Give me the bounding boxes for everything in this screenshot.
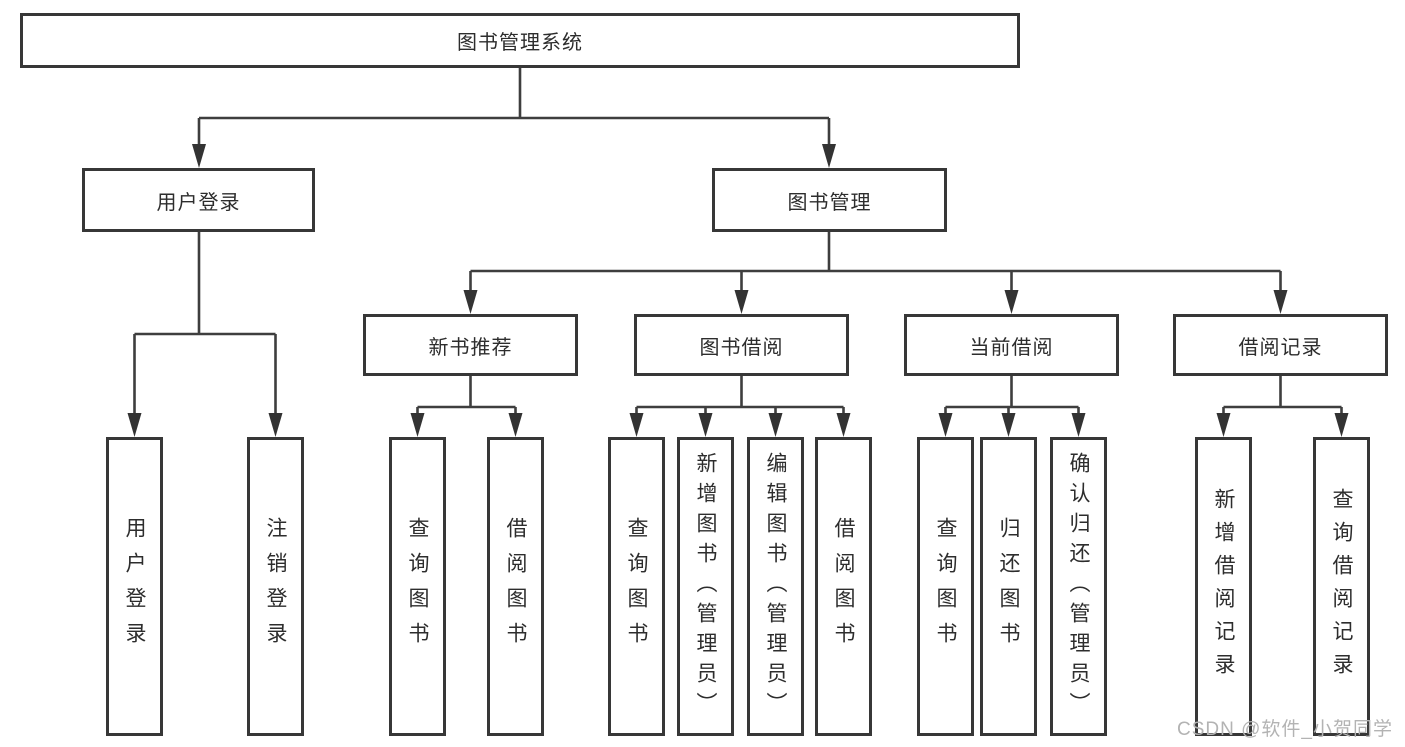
leaf-query-books-current-label: 查询图书 — [934, 516, 957, 657]
leaf-query-books-recommend-label: 查询图书 — [406, 516, 429, 657]
node-current-borrowing-label: 当前借阅 — [969, 336, 1054, 359]
leaf-query-borrow-record: 查询借阅记录 — [1313, 437, 1370, 736]
leaf-borrow-books-label: 借阅图书 — [832, 516, 855, 657]
branch-current-borrowing — [944, 376, 1080, 419]
leaf-user-login: 用户登录 — [106, 437, 163, 736]
arrow-head-icon — [127, 413, 142, 437]
leaf-confirm-return-admin: 确认归还（管理员） — [1050, 437, 1107, 736]
leaf-borrow-books-recommend-label: 借阅图书 — [504, 516, 527, 657]
leaf-user-login-label: 用户登录 — [123, 516, 146, 657]
node-user-login: 用户登录 — [82, 168, 315, 232]
arrow-head-icon — [268, 413, 283, 437]
leaf-logout: 注销登录 — [247, 437, 304, 736]
node-new-book-recommend-label: 新书推荐 — [428, 336, 513, 359]
leaf-query-borrow-record-label: 查询借阅记录 — [1330, 487, 1353, 686]
node-new-book-recommend: 新书推荐 — [363, 314, 578, 376]
arrow-head-icon — [822, 144, 836, 168]
branch-root — [197, 68, 831, 150]
leaf-borrow-books-recommend: 借阅图书 — [487, 437, 544, 736]
node-root-label: 图书管理系统 — [457, 32, 583, 54]
branch-user-login — [133, 232, 277, 419]
leaf-query-books-recommend: 查询图书 — [389, 437, 446, 736]
arrow-head-icon — [1334, 413, 1349, 437]
node-borrowing-records-label: 借阅记录 — [1238, 336, 1323, 359]
arrow-head-icon — [1071, 413, 1086, 437]
arrow-head-icon — [1273, 290, 1288, 314]
leaf-query-books-borrowing-label: 查询图书 — [625, 516, 648, 657]
node-book-borrowing-label: 图书借阅 — [699, 336, 784, 359]
arrow-head-icon — [734, 290, 749, 314]
arrow-head-icon — [629, 413, 644, 437]
leaf-return-books: 归还图书 — [980, 437, 1037, 736]
leaf-add-books-admin-label: 新增图书（管理员） — [694, 451, 717, 722]
arrow-heads — [127, 144, 1349, 437]
arrow-head-icon — [463, 290, 478, 314]
leaf-edit-books-admin-label: 编辑图书（管理员） — [764, 451, 787, 722]
branch-new-book-recommend — [416, 376, 517, 419]
leaf-query-books-current: 查询图书 — [917, 437, 974, 736]
arrow-head-icon — [1216, 413, 1231, 437]
leaf-query-books-borrowing: 查询图书 — [608, 437, 665, 736]
branch-borrowing-records — [1222, 376, 1343, 419]
node-current-borrowing: 当前借阅 — [904, 314, 1119, 376]
leaf-add-books-admin: 新增图书（管理员） — [677, 437, 734, 736]
leaf-confirm-return-admin-label: 确认归还（管理员） — [1067, 451, 1090, 722]
arrow-head-icon — [1001, 413, 1016, 437]
arrow-head-icon — [836, 413, 851, 437]
csdn-watermark: CSDN @软件_小贺同学 — [1177, 719, 1393, 740]
arrow-head-icon — [768, 413, 783, 437]
node-book-management: 图书管理 — [712, 168, 947, 232]
node-borrowing-records: 借阅记录 — [1173, 314, 1388, 376]
arrow-head-icon — [1004, 290, 1019, 314]
leaf-logout-label: 注销登录 — [264, 516, 287, 657]
arrow-head-icon — [410, 413, 425, 437]
leaf-edit-books-admin: 编辑图书（管理员） — [747, 437, 804, 736]
node-book-borrowing: 图书借阅 — [634, 314, 849, 376]
leaf-borrow-books: 借阅图书 — [815, 437, 872, 736]
arrow-head-icon — [508, 413, 523, 437]
leaf-add-borrow-record: 新增借阅记录 — [1195, 437, 1252, 736]
leaf-add-borrow-record-label: 新增借阅记录 — [1212, 487, 1235, 686]
node-root: 图书管理系统 — [20, 13, 1020, 68]
arrow-head-icon — [192, 144, 206, 168]
arrow-head-icon — [938, 413, 953, 437]
branch-book-management — [469, 232, 1282, 296]
node-user-login-label: 用户登录 — [156, 191, 241, 214]
branch-book-borrowing — [635, 376, 845, 419]
leaf-return-books-label: 归还图书 — [997, 516, 1020, 657]
arrow-head-icon — [698, 413, 713, 437]
node-book-management-label: 图书管理 — [787, 191, 872, 214]
